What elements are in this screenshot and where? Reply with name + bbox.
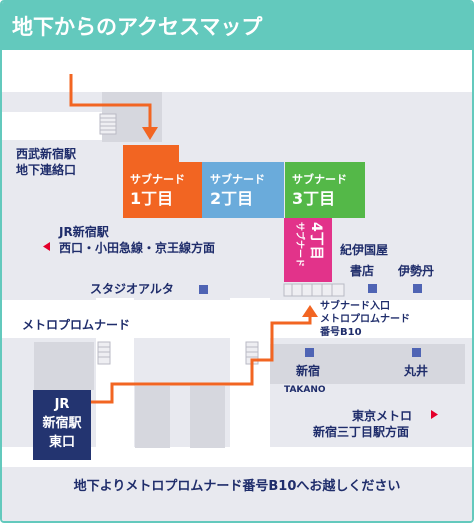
marui-label: 丸井 bbox=[403, 363, 428, 378]
header-bar: 地下からのアクセスマップ bbox=[2, 2, 472, 50]
subnade-2-block: 2丁目 bbox=[210, 189, 253, 208]
route-line-bottom bbox=[90, 305, 318, 404]
footer-note: 地下よりメトロプロムナード番号B10へお越しください bbox=[74, 478, 401, 494]
subnade-3chome: サブナード 3丁目 bbox=[285, 162, 365, 218]
subnade-2-name: サブナード bbox=[210, 172, 265, 186]
marker-marui bbox=[412, 348, 421, 357]
jr-direction-label-line2: 西口・小田急線・京王線方面 bbox=[59, 240, 215, 255]
isetan-label: 伊勢丹 bbox=[397, 263, 434, 278]
jr-east-exit-line3: 東口 bbox=[49, 434, 75, 450]
seibu-shinjuku-label-line2: 地下連絡口 bbox=[16, 162, 76, 177]
kinokuniya-label-line2: 書店 bbox=[350, 263, 374, 278]
seibu-shinjuku-label-line1: 西武新宿駅 bbox=[16, 146, 77, 161]
route-arrow-up bbox=[302, 305, 318, 317]
subnade-3-block: 3丁目 bbox=[292, 189, 335, 208]
jr-direction-label-line1: JR新宿駅 bbox=[58, 224, 110, 239]
east-direction-arrow bbox=[431, 410, 438, 419]
subnade-1-name: サブナード bbox=[130, 172, 185, 186]
route-arrow-down bbox=[142, 127, 158, 140]
underground-access-map: サブナード 1丁目 サブナード 2丁目 サブナード 3丁目 サブナード 4丁目 bbox=[2, 50, 472, 521]
shinjuku-takano-label-line2: TAKANO bbox=[284, 385, 326, 395]
street-grid bbox=[2, 50, 472, 467]
jr-east-exit-line1: JR bbox=[54, 397, 70, 412]
route-line-top bbox=[69, 74, 158, 140]
studio-alta-label: スタジオアルタ bbox=[90, 282, 174, 296]
jr-east-exit-line2: 新宿駅 bbox=[42, 415, 82, 431]
subnade-1-block: 1丁目 bbox=[130, 189, 173, 208]
landmark-markers bbox=[199, 284, 422, 357]
marker-kinokuniya bbox=[368, 284, 377, 293]
west-direction-arrow bbox=[43, 242, 50, 251]
subnade-4chome: サブナード 4丁目 bbox=[284, 218, 332, 282]
map-title: 地下からのアクセスマップ bbox=[12, 15, 263, 39]
metro-promenade-label: メトロプロムナード bbox=[22, 317, 130, 332]
marker-takano bbox=[305, 348, 314, 357]
subnade-4-name: サブナード bbox=[294, 222, 306, 267]
shinjuku-takano-label-line1: 新宿 bbox=[296, 363, 320, 378]
subnade-1chome: サブナード 1丁目 bbox=[123, 145, 202, 218]
subnade-entrance-label-line3: 番号B10 bbox=[319, 325, 362, 338]
kinokuniya-label-line1: 紀伊国屋 bbox=[340, 242, 388, 257]
marker-studio-alta bbox=[199, 285, 208, 294]
jr-east-exit-box: JR 新宿駅 東口 bbox=[33, 390, 91, 460]
building-blocks bbox=[34, 92, 465, 448]
subnade-3-name: サブナード bbox=[292, 172, 347, 186]
tokyo-metro-label-line2: 新宿三丁目駅方面 bbox=[313, 424, 409, 439]
subnade-entrance-label-line2: メトロプロムナード bbox=[320, 312, 410, 325]
marker-isetan bbox=[413, 284, 422, 293]
subnade-entrance-label-line1: サブナード入口 bbox=[320, 299, 390, 312]
subnade-2chome: サブナード 2丁目 bbox=[202, 162, 284, 218]
subnade-4-block: 4丁目 bbox=[308, 222, 324, 260]
tokyo-metro-label-line1: 東京メトロ bbox=[352, 408, 412, 423]
